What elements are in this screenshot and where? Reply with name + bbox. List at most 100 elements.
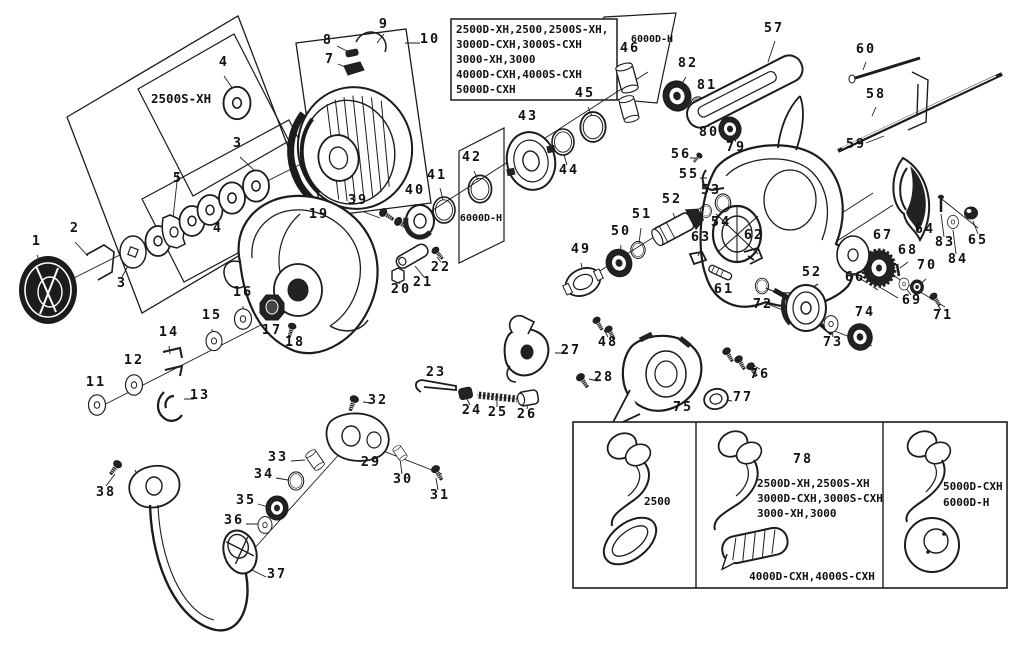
nut-20	[391, 267, 405, 284]
spool-part	[287, 86, 414, 210]
part-label-22: 22	[431, 259, 451, 275]
part-label-67: 67	[873, 227, 893, 243]
handle-78-art	[713, 430, 789, 571]
part-label-73: 73	[823, 334, 843, 350]
part-label-30: 30	[393, 471, 413, 487]
handle-round-knob-art	[904, 430, 960, 573]
part-label-43: 43	[518, 108, 538, 124]
spring-guide-24	[458, 386, 474, 401]
part-label-36: 36	[224, 512, 244, 528]
part-label-10: 10	[420, 31, 440, 47]
part-label-74: 74	[855, 304, 875, 320]
spring-cap-26	[516, 389, 540, 407]
bail-support-27	[503, 314, 550, 383]
model-list-line: 2500D-XH,2500,2500S-XH,	[456, 23, 608, 36]
part-label-46: 46	[620, 40, 640, 56]
drag-group-label: 2500S-XH	[151, 91, 211, 106]
part-label-2: 2	[70, 220, 80, 236]
part-label-33: 33	[268, 449, 288, 465]
part-label-16: 16	[233, 284, 253, 300]
part-label-21: 21	[413, 274, 433, 290]
part-label-81: 81	[697, 77, 717, 93]
part-label-29: 29	[361, 454, 381, 470]
part-label-76: 76	[750, 366, 770, 382]
part-label-78: 78	[793, 451, 813, 467]
spool-clicker-parts	[343, 31, 387, 76]
pawl-63	[688, 251, 708, 266]
part-label-61: 61	[714, 281, 734, 297]
part-label-11: 11	[86, 374, 106, 390]
model-list-line: 3000D-CXH,3000S-CXH	[456, 38, 582, 51]
part-label-17: 17	[262, 322, 282, 338]
part-label-83: 83	[935, 234, 955, 250]
part-label-9: 9	[379, 16, 389, 32]
handle-variant-line: 3000-XH,3000	[757, 507, 836, 520]
part-label-3: 3	[233, 135, 243, 151]
part-label-82: 82	[678, 55, 698, 71]
part-label-32: 32	[368, 392, 388, 408]
line-roller-knob-37	[222, 529, 258, 575]
part-label-51: 51	[632, 206, 652, 222]
part-label-63: 63	[691, 229, 711, 245]
part-label-35: 35	[236, 492, 256, 508]
model-list-line: 4000D-CXH,4000S-CXH	[456, 68, 582, 81]
part-label-25: 25	[488, 404, 508, 420]
body-cover-57	[685, 54, 804, 129]
part-label-44: 44	[559, 162, 579, 178]
main-shaft-58	[837, 71, 1003, 153]
handle-variant-line: 6000D-H	[943, 496, 989, 509]
handle-2500-art	[602, 432, 658, 566]
pin-68	[895, 263, 901, 277]
part-label-37: 37	[267, 566, 287, 582]
handle-variant-line: 5000D-CXH	[943, 480, 1003, 493]
part-label-4: 4	[219, 54, 229, 70]
fin-shade	[906, 166, 926, 232]
side-cover-75	[607, 331, 703, 430]
part-label-15: 15	[202, 307, 222, 323]
part-label-1: 1	[32, 233, 42, 249]
part-label-19: 19	[309, 206, 329, 222]
part-label-41: 41	[427, 167, 447, 183]
handle-variant-line: 2500D-XH,2500S-XH	[757, 477, 870, 490]
part-label-64: 64	[915, 221, 935, 237]
handle-variant-bottom-caption: 4000D-CXH,4000S-CXH	[749, 570, 875, 583]
part-label-58: 58	[866, 86, 886, 102]
part-label-49: 49	[571, 241, 591, 257]
part-label-3: 3	[117, 275, 127, 291]
part-label-52: 52	[662, 191, 682, 207]
clip-55	[701, 169, 725, 192]
drag-knob-part	[19, 256, 77, 324]
handle-panel-5000-text: 5000D-CXH 6000D-H	[943, 480, 1003, 509]
part-label-14: 14	[159, 324, 179, 340]
bail-wire-inner	[157, 504, 215, 621]
part-label-45: 45	[575, 85, 595, 101]
handle-panel-78-text: 2500D-XH,2500S-XH 3000D-CXH,3000S-CXH 30…	[749, 477, 883, 583]
part-label-28: 28	[594, 369, 614, 385]
drag-washer-square-hole	[119, 235, 147, 269]
reel-body	[699, 95, 854, 308]
part-label-5: 5	[173, 170, 183, 186]
part-label-34: 34	[254, 466, 274, 482]
part-label-55: 55	[679, 166, 699, 182]
worm-shaft-60	[848, 56, 921, 84]
flange-49	[562, 267, 604, 297]
screw-shaft-61	[708, 264, 733, 281]
model-list-line: 5000D-CXH	[456, 83, 516, 96]
part-label-42: 42	[462, 149, 482, 165]
ratchet-lever-21	[395, 243, 429, 269]
part-label-50: 50	[611, 223, 631, 239]
osc-washer-66	[836, 235, 870, 275]
part-label-72: 72	[753, 296, 773, 312]
part-label-68: 68	[898, 242, 918, 258]
part-label-77: 77	[733, 389, 753, 405]
part-label-4: 4	[213, 220, 223, 236]
part-label-7: 7	[325, 51, 335, 67]
rotor-nut-17	[259, 294, 285, 321]
part-label-75: 75	[673, 399, 693, 415]
part-label-69: 69	[902, 292, 922, 308]
washer-group-label: 6000D-H	[460, 213, 502, 224]
part-label-26: 26	[517, 406, 537, 422]
part-label-66: 66	[845, 269, 865, 285]
